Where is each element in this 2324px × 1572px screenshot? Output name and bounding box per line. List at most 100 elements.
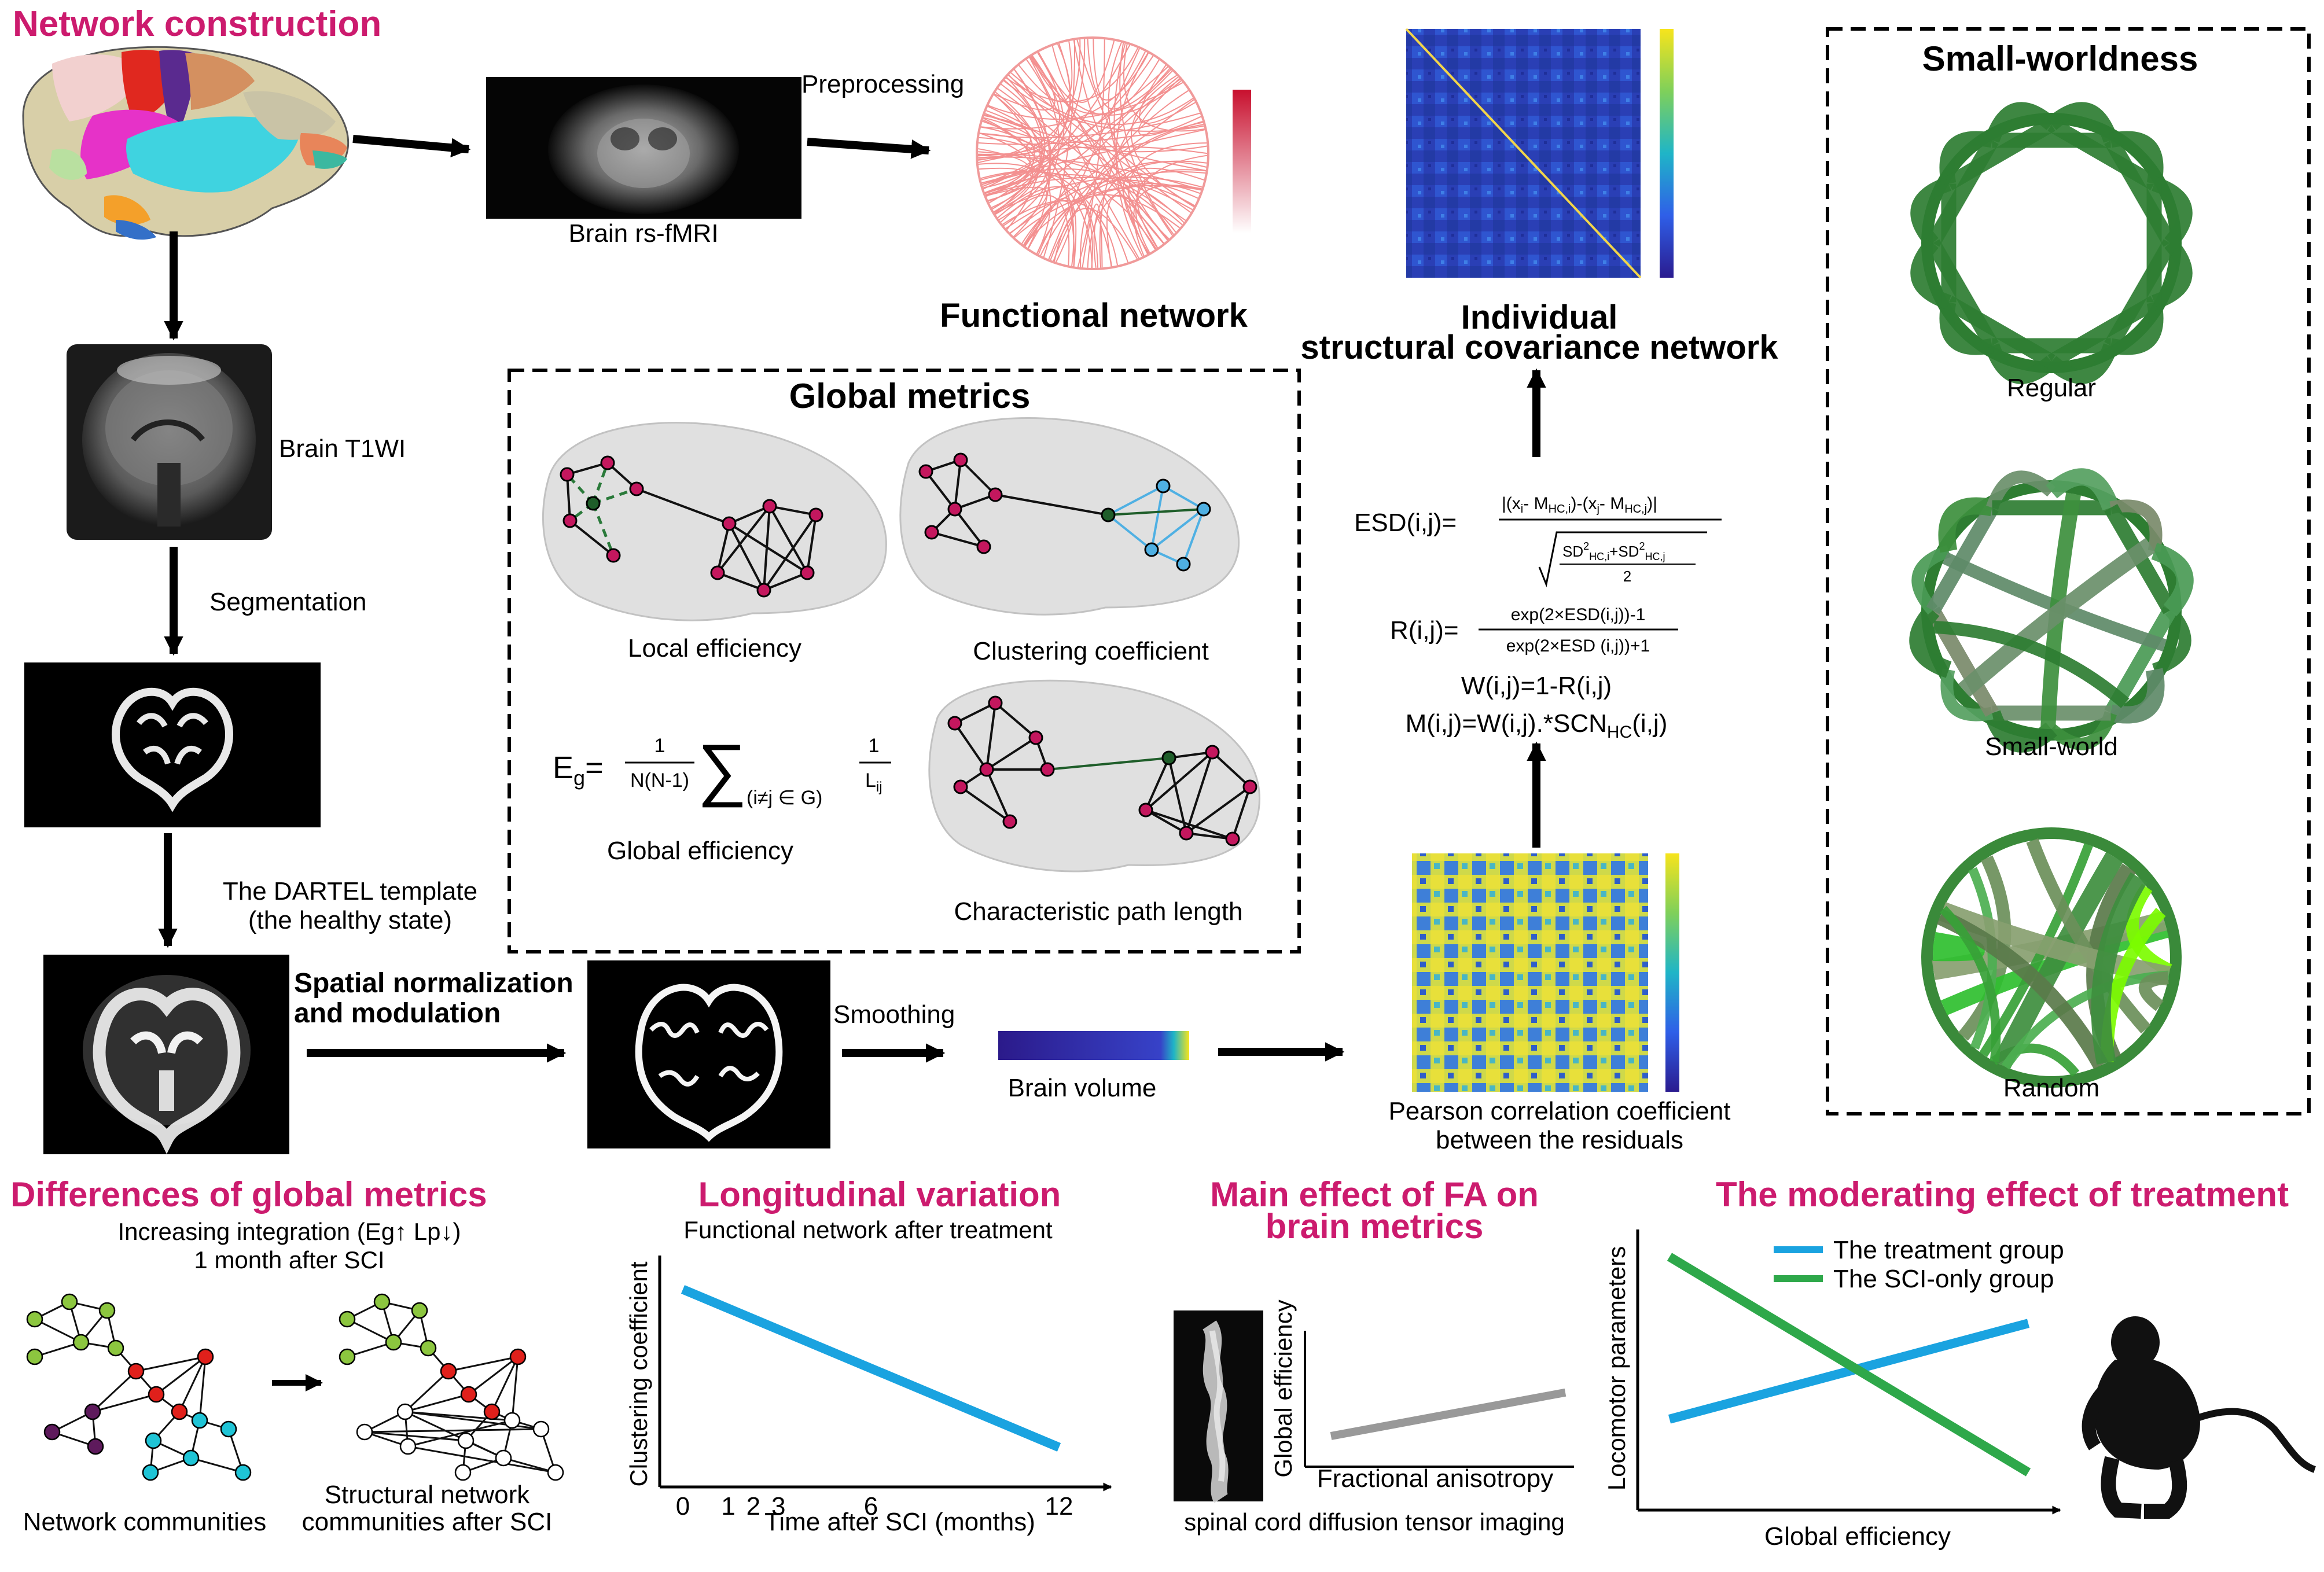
network-node: [586, 496, 601, 511]
network-node: [918, 464, 933, 479]
community-edge: [364, 1428, 542, 1433]
community-node: [420, 1339, 437, 1357]
label-dartel-2: (the healthy state): [248, 906, 452, 934]
functional-edge: [979, 167, 1032, 213]
chord-link: [2151, 543, 2194, 616]
functional-edge: [1028, 79, 1181, 249]
label-struct-comm-1: Structural network: [325, 1481, 531, 1509]
network-edge: [1231, 786, 1251, 840]
functional-edge: [981, 129, 1205, 184]
chord-link: [1985, 102, 2057, 143]
mod-ylabel: Locomotor parameters: [1603, 1246, 1630, 1491]
network-edge: [954, 459, 962, 510]
network-edge-colored: [1150, 485, 1164, 550]
network-node: [988, 695, 1003, 710]
community-node: [26, 1348, 43, 1365]
section-small-worldness: Small-worldness: [1922, 39, 2198, 78]
chord-link: [1926, 239, 1999, 350]
chord-link: [1911, 545, 1951, 615]
functional-edge: [1003, 79, 1043, 230]
functional-edge: [981, 53, 1149, 130]
functional-edge: [1002, 200, 1118, 266]
chord-link: [1926, 136, 1999, 247]
functional-network-chord: [976, 36, 1251, 270]
chord-link: [2047, 710, 2117, 750]
pearson-matrix: [1412, 853, 1679, 1092]
svg-text:2: 2: [1623, 568, 1631, 585]
network-node: [924, 525, 939, 540]
community-node: [460, 1386, 477, 1403]
community-edge: [448, 1356, 519, 1372]
community-node: [127, 1363, 145, 1380]
network-node: [1040, 762, 1055, 777]
atlas-brain-image: [22, 46, 350, 240]
network-node: [710, 565, 725, 580]
dartel-template-image: [43, 955, 289, 1154]
community-node: [43, 1423, 61, 1441]
fa-line: [1330, 1388, 1567, 1440]
community-node: [197, 1348, 214, 1365]
network-node: [722, 516, 737, 531]
svg-text:1: 1: [869, 735, 880, 757]
chord-link: [2091, 872, 2148, 1065]
moderating-line-sci-only: [1667, 1253, 2031, 1477]
functional-edge: [979, 132, 1128, 263]
network-edge: [1185, 786, 1251, 834]
functional-edge: [994, 94, 1075, 267]
section-differences: Differences of global metrics: [10, 1175, 487, 1214]
network-node: [1144, 542, 1159, 557]
chord-link: [1984, 710, 2057, 753]
segmentation-image: [24, 662, 321, 827]
network-edge: [1185, 752, 1214, 834]
community-node: [457, 1432, 475, 1449]
network-edge: [716, 505, 771, 574]
network-edge: [959, 459, 996, 496]
label-spatial-1: Spatial normalization: [294, 968, 573, 999]
network-edge: [1145, 757, 1170, 811]
network-node: [1138, 802, 1153, 818]
longitudinal-line: [681, 1285, 1061, 1452]
network-node: [1179, 826, 1194, 841]
fa-chart: [1304, 1331, 1574, 1468]
long-ylabel: Clustering coefficient: [625, 1261, 652, 1486]
chord-link: [1940, 905, 2001, 1062]
functional-edge: [1048, 48, 1140, 260]
network-edge: [1145, 751, 1214, 811]
functional-edge: [986, 176, 1195, 207]
functional-edge: [983, 117, 1031, 194]
network-edge: [763, 572, 808, 591]
label-network-communities: Network communities: [23, 1508, 267, 1536]
community-edge: [91, 1370, 137, 1413]
chord-link: [1944, 117, 2055, 190]
rsfmri-image: [486, 77, 801, 219]
network-edge: [728, 522, 808, 574]
network-edge: [1168, 751, 1213, 759]
community-node: [171, 1403, 188, 1420]
community-edge: [468, 1356, 519, 1396]
network-edge: [1186, 832, 1233, 840]
chord-link: [2046, 343, 2118, 384]
longitudinal-x-tick: 2: [747, 1492, 760, 1521]
functional-edge: [1014, 69, 1051, 249]
network-node: [1225, 831, 1240, 846]
chord-link: [2152, 176, 2193, 248]
community-node: [483, 1403, 501, 1420]
functional-edge: [988, 77, 1046, 202]
label-functional-network: Functional network: [940, 297, 1248, 334]
community-node: [148, 1386, 165, 1403]
chord-link: [2152, 606, 2191, 676]
community-edge: [364, 1431, 466, 1442]
chord-link: [2109, 300, 2164, 355]
functional-edge: [994, 68, 1170, 213]
functional-edge: [1008, 75, 1194, 126]
label-segmentation: Segmentation: [209, 588, 367, 616]
functional-edge: [1005, 200, 1074, 263]
network-edge: [1145, 809, 1187, 834]
community-node: [84, 1403, 101, 1420]
section-longitudinal: Longitudinal variation: [698, 1175, 1061, 1214]
network-node: [562, 513, 578, 528]
longitudinal-x-tick: 1: [721, 1492, 735, 1521]
scn-matrix: [1405, 28, 1674, 279]
label-random: Random: [2003, 1074, 2099, 1102]
